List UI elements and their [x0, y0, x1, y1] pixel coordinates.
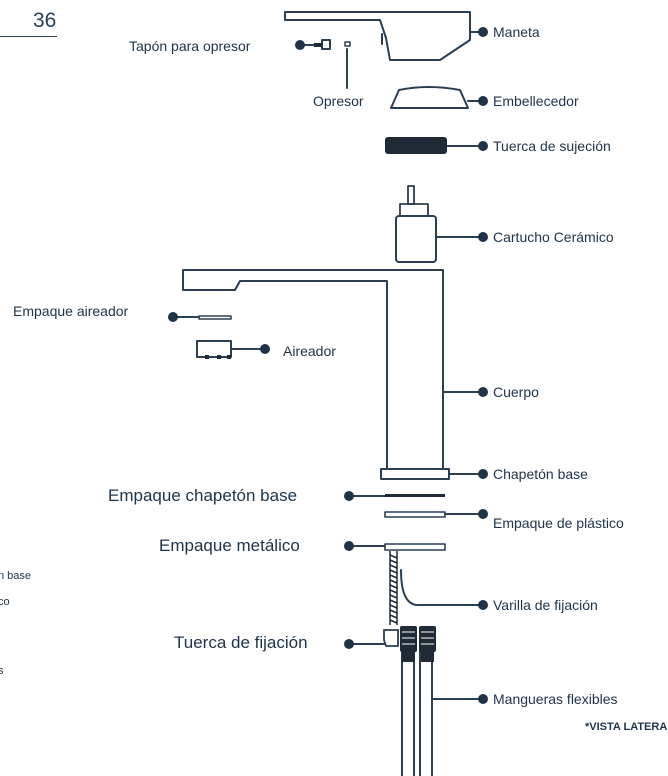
label-mangueras-flexibles: Mangueras flexibles [493, 691, 618, 707]
dot-empaque-metalico [344, 541, 354, 551]
tapon-stem [314, 43, 322, 47]
label-empaque-metalico: Empaque metálico [159, 536, 300, 555]
label-tuerca-de-fijacion: Tuerca de fijación [174, 633, 308, 652]
cartucho-collar [399, 203, 429, 217]
aireador-tab-2 [217, 355, 221, 359]
label-tapon-para-opresor: Tapón para opresor [129, 38, 251, 54]
label-cartucho-ceramico: Cartucho Cerámico [493, 229, 614, 245]
dot-cartucho [478, 232, 488, 242]
chapeton-base-part [380, 468, 450, 480]
cuerpo-part [182, 269, 444, 470]
label-varilla-de-fijacion: Varilla de fijación [493, 597, 598, 613]
dot-varilla [478, 600, 488, 610]
aireador-tab-1 [205, 355, 209, 359]
label-aireador: Aireador [283, 343, 336, 359]
dot-tuerca-sujecion [478, 141, 488, 151]
tuerca-sujecion-part [385, 137, 447, 154]
dot-maneta [478, 27, 488, 37]
aireador-part [196, 340, 232, 358]
opresor-part [344, 41, 351, 47]
maneta-part [284, 11, 471, 61]
cartucho-stem [407, 185, 415, 205]
fragment-text-1: n base [0, 570, 32, 582]
fragment-text-3: s [0, 665, 4, 677]
dot-empaque-plastico [478, 509, 488, 519]
footnote-vista-lateral: *VISTA LATERAL [584, 721, 668, 733]
tapon-part [321, 39, 331, 50]
dot-empaque-aireador [168, 312, 178, 322]
empaque-aireador-part [198, 315, 232, 320]
dot-mangueras [478, 694, 488, 704]
dot-chapeton [478, 469, 488, 479]
label-empaque-aireador: Empaque aireador [13, 303, 129, 319]
label-chapeton-base: Chapetón base [493, 466, 588, 482]
dot-tuerca-fijacion [344, 639, 354, 649]
label-embellecedor: Embellecedor [493, 93, 579, 109]
page-number: 36 [33, 9, 57, 32]
label-empaque-de-plastico: Empaque de plástico [493, 515, 624, 531]
label-tuerca-de-sujecion: Tuerca de sujeción [493, 138, 611, 154]
fragment-text-2: co [0, 596, 10, 608]
dot-embellecedor [478, 96, 488, 106]
page-number-rule [0, 36, 57, 37]
embellecedor-part [390, 86, 469, 109]
label-cuerpo: Cuerpo [493, 384, 539, 400]
empaque-plastico-part [384, 511, 446, 518]
label-opresor: Opresor [313, 93, 364, 109]
dot-aireador [260, 344, 270, 354]
varilla-part [389, 551, 398, 625]
leader-varilla [400, 569, 483, 606]
dot-tapon [295, 40, 305, 50]
cartucho-body [395, 215, 437, 263]
empaque-metalico-part [384, 543, 446, 551]
empaque-chapeton-part [385, 494, 445, 497]
dot-empaque-chapeton [344, 491, 354, 501]
label-empaque-chapeton-base: Empaque chapetón base [108, 486, 298, 505]
dot-cuerpo [478, 387, 488, 397]
aireador-tab-3 [227, 355, 231, 359]
tuerca-fijacion-part [383, 629, 399, 647]
label-maneta: Maneta [493, 24, 540, 40]
